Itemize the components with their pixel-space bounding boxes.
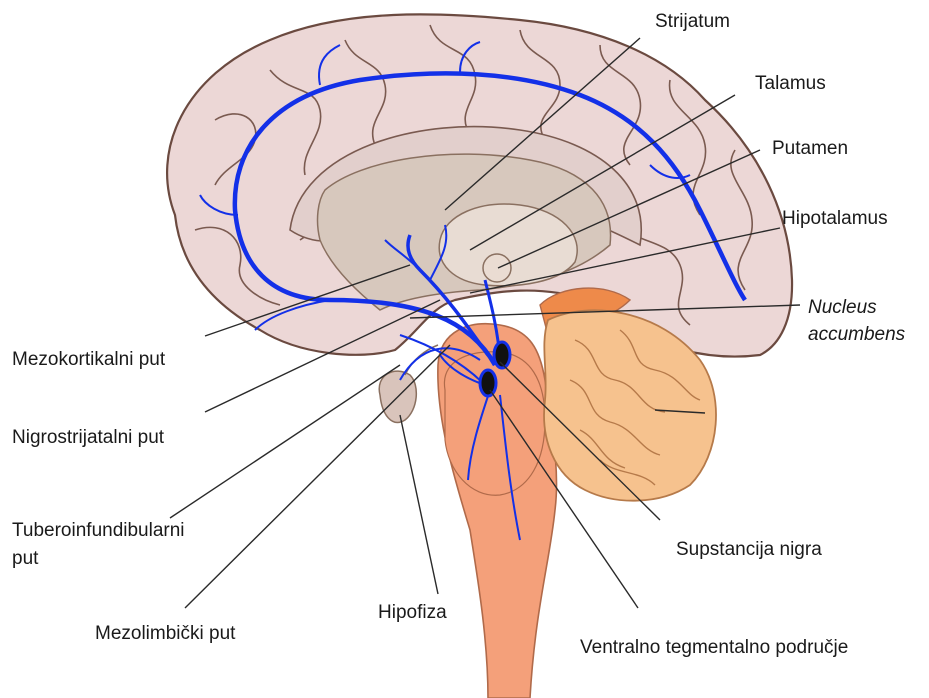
label-hipotalamus: Hipotalamus <box>782 207 888 230</box>
label-mezokortikalni: Mezokortikalni put <box>12 348 165 371</box>
label-nucleus: Nucleus <box>808 296 877 319</box>
label-tuberoinfundibularni: Tuberoinfundibularni <box>12 519 185 542</box>
label-strijatum: Strijatum <box>655 10 730 33</box>
label-hipofiza: Hipofiza <box>378 601 447 624</box>
label-talamus: Talamus <box>755 72 826 95</box>
label-supstancija-nigra: Supstancija nigra <box>676 538 822 561</box>
label-ventralno-tegmentalno: Ventralno tegmentalno područje <box>580 636 848 659</box>
hypothalamus-nodule <box>483 254 511 282</box>
label-mezolimbicki: Mezolimbički put <box>95 622 235 645</box>
vta-nucleus <box>480 370 496 396</box>
label-putamen: Putamen <box>772 137 848 160</box>
label-tubero-put: put <box>12 547 38 570</box>
label-accumbens: accumbens <box>808 323 905 346</box>
label-nigrostrijatalni: Nigrostrijatalni put <box>12 426 164 449</box>
